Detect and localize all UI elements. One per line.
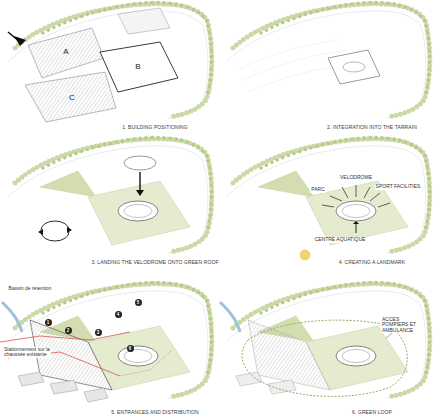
annotation: Bassin de rétention [8,286,53,292]
annotation: SPORT FACILITIES [375,184,422,190]
panel-caption: 5. ENTRANCES AND DISTRIBUTION [110,410,200,416]
callout-number: 1 [45,319,52,326]
zone-letter: A [62,48,69,57]
annotation: ACCES POMPIERS ET AMBULANCE [381,317,419,334]
annotation: CENTRE AQUATIQUE [314,237,367,243]
callout-number: 5 [135,299,142,306]
annotation: VELODROME [339,175,373,181]
zone-letter: B [134,63,141,72]
zone-letter: C [68,94,76,103]
annotation: Stationnement sur la chaussée existante [3,347,51,358]
panel-caption: 6. GREEN LOOP [351,410,393,416]
panel-caption: 3. LANDING THE VELODROME ONTO GREEN ROOF [90,260,219,266]
callout-number: 4 [115,311,122,318]
panel-caption: 2. INTEGRATION INTO THE TARRAIN [326,125,418,131]
callout-number: 6 [127,345,134,352]
annotation: PARC [310,187,326,193]
panel-caption: 4. CREATING A LANDMARK [338,260,407,266]
callout-number: 3 [95,329,102,336]
panel-caption: 1. BUILDING POSITIONING [121,125,189,131]
callout-number: 2 [65,327,72,334]
